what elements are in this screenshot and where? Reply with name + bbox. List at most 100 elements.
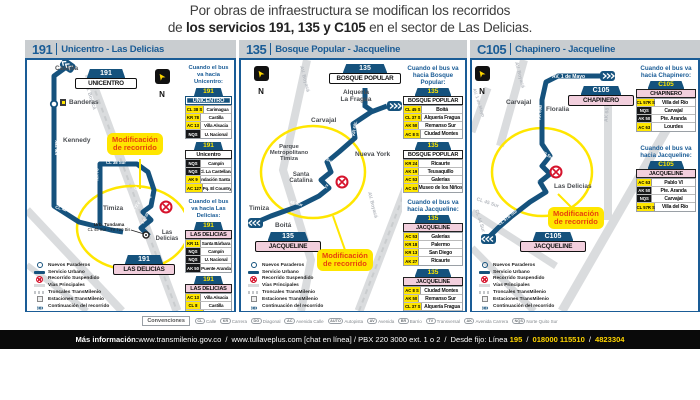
stop-name: Villa Alsacia: [204, 295, 228, 300]
legend-icon-wrap: [33, 270, 46, 274]
route-title: Bosque Popular - Jacqueline: [275, 43, 401, 55]
stop-code: NQS: [185, 130, 201, 138]
legend-item: Vías Principales: [33, 282, 109, 289]
stop-code: AC 13: [185, 122, 201, 129]
legend-label: Continuación del recorrido: [48, 303, 110, 309]
north-label: N: [479, 87, 485, 96]
legend-label: Nuevos Paraderos: [48, 262, 91, 268]
legend-icon-wrap: [33, 291, 46, 295]
board-destination: JACQUELINE: [403, 277, 463, 286]
legend-label: Servicio Urbano: [262, 269, 299, 275]
legend-icon-wrap: [247, 297, 260, 311]
area-label-timiza: Timiza: [103, 205, 124, 212]
route-number: 135: [246, 41, 267, 57]
map-svg-c105: [472, 60, 676, 311]
stop-code: CL 37 S: [404, 114, 423, 121]
board-destination: CHAPINERO: [636, 89, 696, 98]
stop-name: Ciudad Montes: [424, 287, 459, 294]
stop-code: KR 24: [404, 160, 420, 167]
convencion-name: Diagonal: [262, 318, 281, 324]
tullave-url[interactable]: www.tullaveplus.com [chat en línea] / PB…: [231, 335, 441, 344]
convencion-name: Calle: [205, 318, 217, 324]
stop-code: AK 27: [404, 257, 420, 265]
area-label-santa-catalina: Santa Catalina: [289, 172, 313, 184]
fixed-line-label: Desde fijo: Línea: [450, 335, 508, 344]
route-number: C105: [477, 41, 507, 57]
stop-code: CL 38 S: [185, 106, 204, 113]
transmilenio-url[interactable]: www.transmilenio.gov.co: [138, 335, 222, 344]
stop-code: NQS: [637, 195, 653, 202]
stop-code: KR 74: [404, 311, 419, 312]
legend-label: Continuación del recorrido: [262, 303, 324, 309]
legend-icon-wrap: [247, 284, 260, 288]
north-indicator: ➤N: [253, 66, 269, 99]
stop-name: Remanso Sur: [425, 122, 456, 129]
phone-018000: 018000 115510: [532, 335, 585, 344]
north-arrow-icon: ➤: [155, 70, 168, 83]
legend-label: Troncales TransMilenio: [262, 290, 316, 296]
phone-4823304: 4823304: [594, 335, 625, 344]
area-label-boita: Boitá: [275, 222, 292, 229]
area-label-banderas: Banderas: [69, 99, 99, 106]
board-destination: BOSQUE POPULAR: [403, 96, 463, 105]
stop-name: Palermo: [431, 241, 450, 248]
stop-name: San Diego: [428, 249, 453, 256]
area-label-floralia: Floralia: [546, 106, 570, 113]
servicio-urbano-icon: [248, 270, 259, 274]
legend-item: Continuación del recorrido: [33, 303, 109, 310]
stop-row: KR 78KCiudad Kennedy: [185, 310, 232, 311]
legend-label: Recorrido Suspendido: [262, 276, 314, 282]
stop-code: CL 57R S: [636, 203, 656, 211]
stop-code: AK 50: [637, 115, 653, 122]
stop-name: Castilla: [208, 115, 224, 120]
legend-item: Nuevos Paraderos: [33, 262, 109, 269]
stop-board: 191UnicentroNQSCampínNQSCl. La Castellan…: [184, 142, 233, 193]
line-195: 195: [509, 335, 523, 344]
route-code-kr78k: KR 78K: [54, 139, 60, 156]
legend-item: Nuevos Paraderos: [247, 262, 323, 269]
stop-name: Castilla: [208, 303, 224, 308]
alqueria-line2: La Fragua: [340, 95, 372, 103]
stop-name: U. Nacional: [204, 257, 228, 262]
stop-code: AC 63: [637, 179, 653, 186]
legend-item: Continuación del recorrido: [478, 303, 554, 310]
stop-name: Pte. Aranda: [660, 187, 687, 194]
stop-note-line2: CL 45 Sur - TV 720 Bis: [87, 227, 131, 232]
stop-code: AC 8 S: [404, 287, 421, 294]
troncal-icon: [248, 291, 259, 295]
board-destination: JACQUELINE: [636, 169, 696, 178]
stop-row: KR 74Timiza: [404, 311, 462, 312]
map-badge-route-number: 191: [86, 69, 126, 78]
board-destination: Unicentro: [184, 150, 233, 159]
area-label-timiza: Timiza: [249, 205, 270, 212]
board-route-number: 135: [414, 88, 452, 96]
stop-name: Fundación Santa Fe: [201, 177, 231, 182]
area-label-castilla: Castilla: [55, 65, 79, 72]
panel-c105: ➤N AV. Boyacá AV. 1 de Mayo AV. 1 de May…: [470, 58, 700, 312]
convenciones-label: Convenciones: [142, 316, 190, 326]
